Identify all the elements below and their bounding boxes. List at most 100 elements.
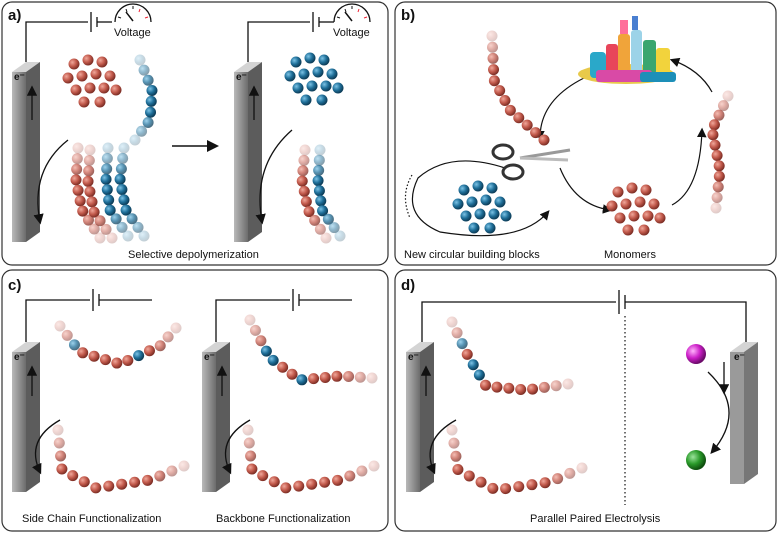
caption-c-left: Side Chain Functionalization <box>22 513 161 525</box>
polymer-bead <box>315 195 327 207</box>
polymer-bead <box>297 165 309 177</box>
polymer-bead <box>61 329 73 341</box>
polymer-bead <box>452 463 464 475</box>
polymer-bead <box>356 465 368 477</box>
polymer-bead <box>166 465 178 477</box>
polymer-bead <box>473 369 485 381</box>
polymer-bead <box>320 232 332 244</box>
polymer-bead <box>116 221 128 233</box>
monomer-bead <box>98 82 110 94</box>
panel-a: a) Voltage e⁻ <box>8 3 371 261</box>
polymer-bead <box>539 477 551 489</box>
electrode-1 <box>12 62 40 242</box>
monomer-bead <box>96 56 108 68</box>
polymer-bead <box>499 95 511 107</box>
polymer-bead <box>72 142 84 154</box>
polymer-bead <box>711 191 723 203</box>
monomer-bead <box>104 70 116 82</box>
polymer-bead <box>118 194 130 206</box>
polymer-bead <box>133 350 145 362</box>
polymer-bead <box>255 335 267 347</box>
polymer-bead <box>513 112 525 124</box>
polymer-bead <box>74 195 86 207</box>
polymer-bead <box>117 152 129 164</box>
polymer-bead <box>116 184 128 196</box>
curved-arrow-a1 <box>33 139 69 225</box>
polymer-bead <box>494 85 506 97</box>
polymer-bead <box>142 117 154 129</box>
monomer-bead <box>614 212 626 224</box>
polymer-bead <box>120 204 132 216</box>
polymer-bead <box>129 476 141 488</box>
curved-arrow-d1 <box>426 419 457 475</box>
polymer-bead <box>562 378 574 390</box>
polymer-bead <box>530 127 542 139</box>
panel-b: b) New circular <box>401 7 734 261</box>
polymer-bead <box>132 221 144 233</box>
caption-d: Parallel Paired Electrolysis <box>530 513 661 525</box>
monomer-bead <box>316 94 328 106</box>
reactant-sphere <box>686 344 706 364</box>
building-block-bead <box>480 194 492 206</box>
polymer-bead <box>111 357 123 369</box>
polymer-bead <box>129 134 141 146</box>
polymer-bead <box>480 379 492 391</box>
polymer-bead <box>521 119 533 131</box>
scissors-icon <box>491 143 571 181</box>
polymer-bead <box>154 470 166 482</box>
polymer-bead <box>244 314 256 326</box>
circuit-c2 <box>215 289 352 342</box>
polymer-bead <box>243 437 255 449</box>
polymer-bead <box>707 129 719 141</box>
polymer-bead <box>84 144 96 156</box>
monomer-bead <box>318 54 330 66</box>
polymer-bead <box>122 230 134 242</box>
polymer-bead <box>300 196 312 208</box>
polymer-bead <box>83 165 95 177</box>
polymer-bead <box>104 204 116 216</box>
curved-arrow-c1 <box>31 419 61 475</box>
panel-c: c) e⁻ e⁻ Side Chain F <box>8 277 380 525</box>
polymer-bead <box>487 52 499 64</box>
polymer-bead <box>368 460 380 472</box>
polymer-bead <box>312 175 324 187</box>
polymer-bead <box>71 163 83 175</box>
circuit-2 <box>247 12 334 62</box>
panel-d-label: d) <box>401 277 415 294</box>
curved-arrow-c2 <box>221 419 251 475</box>
polymer-bead <box>249 324 261 336</box>
polymer-bead <box>118 142 130 154</box>
polymer-bead <box>90 482 102 494</box>
polymer-bead <box>550 380 562 392</box>
polymer-bead <box>68 339 80 351</box>
polymer-bead <box>296 175 308 187</box>
electron-label-a2: e⁻ <box>236 72 247 83</box>
monomer-bead <box>300 94 312 106</box>
polymer-bead <box>82 175 94 187</box>
building-block-bead <box>460 210 472 222</box>
monomer-bead <box>312 66 324 78</box>
curved-arrow-d2 <box>707 371 730 454</box>
polymer-bead <box>552 473 564 485</box>
voltmeter-icon <box>114 3 152 23</box>
electron-label-d1: e⁻ <box>408 352 419 363</box>
monomer-bead <box>606 200 618 212</box>
panel-b-frame <box>394 1 777 266</box>
cycle-arrow-right <box>671 127 707 206</box>
monomer-bead <box>642 210 654 222</box>
polymer-bead <box>334 230 346 242</box>
panel-a-frame <box>1 1 389 266</box>
polymer-bead <box>100 223 112 235</box>
polymer-bead <box>713 170 725 182</box>
building-block-bead <box>472 180 484 192</box>
polymer-bead <box>178 460 190 472</box>
polymer-bead <box>110 213 122 225</box>
monomer-bead <box>76 70 88 82</box>
monomer-bead <box>634 196 646 208</box>
caption-b-right: Monomers <box>604 249 656 261</box>
caption-a: Selective depolymerization <box>128 249 259 261</box>
polymer-bead <box>78 476 90 488</box>
polymer-bead <box>500 483 512 495</box>
polymer-bead <box>317 205 329 217</box>
monomer-bead <box>628 210 640 222</box>
